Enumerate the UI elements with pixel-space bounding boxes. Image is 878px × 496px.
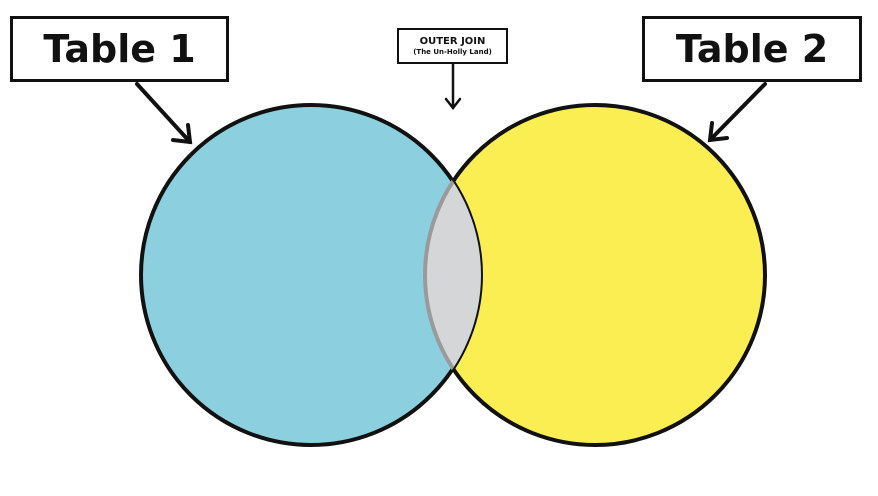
table1-label: Table 1: [43, 27, 196, 71]
table1-label-box: Table 1: [10, 16, 229, 82]
outer-join-subtitle: (The Un-Holly Land): [413, 47, 492, 56]
outer-join-title: OUTER JOIN: [419, 35, 486, 47]
table2-label-box: Table 2: [642, 16, 862, 82]
table2-arrow: [707, 82, 767, 143]
join-arrow: [444, 62, 462, 111]
intersection-region: [423, 105, 481, 445]
table1-arrow: [135, 82, 193, 145]
table2-label: Table 2: [675, 27, 829, 71]
outer-join-label-box: OUTER JOIN (The Un-Holly Land): [397, 28, 508, 64]
